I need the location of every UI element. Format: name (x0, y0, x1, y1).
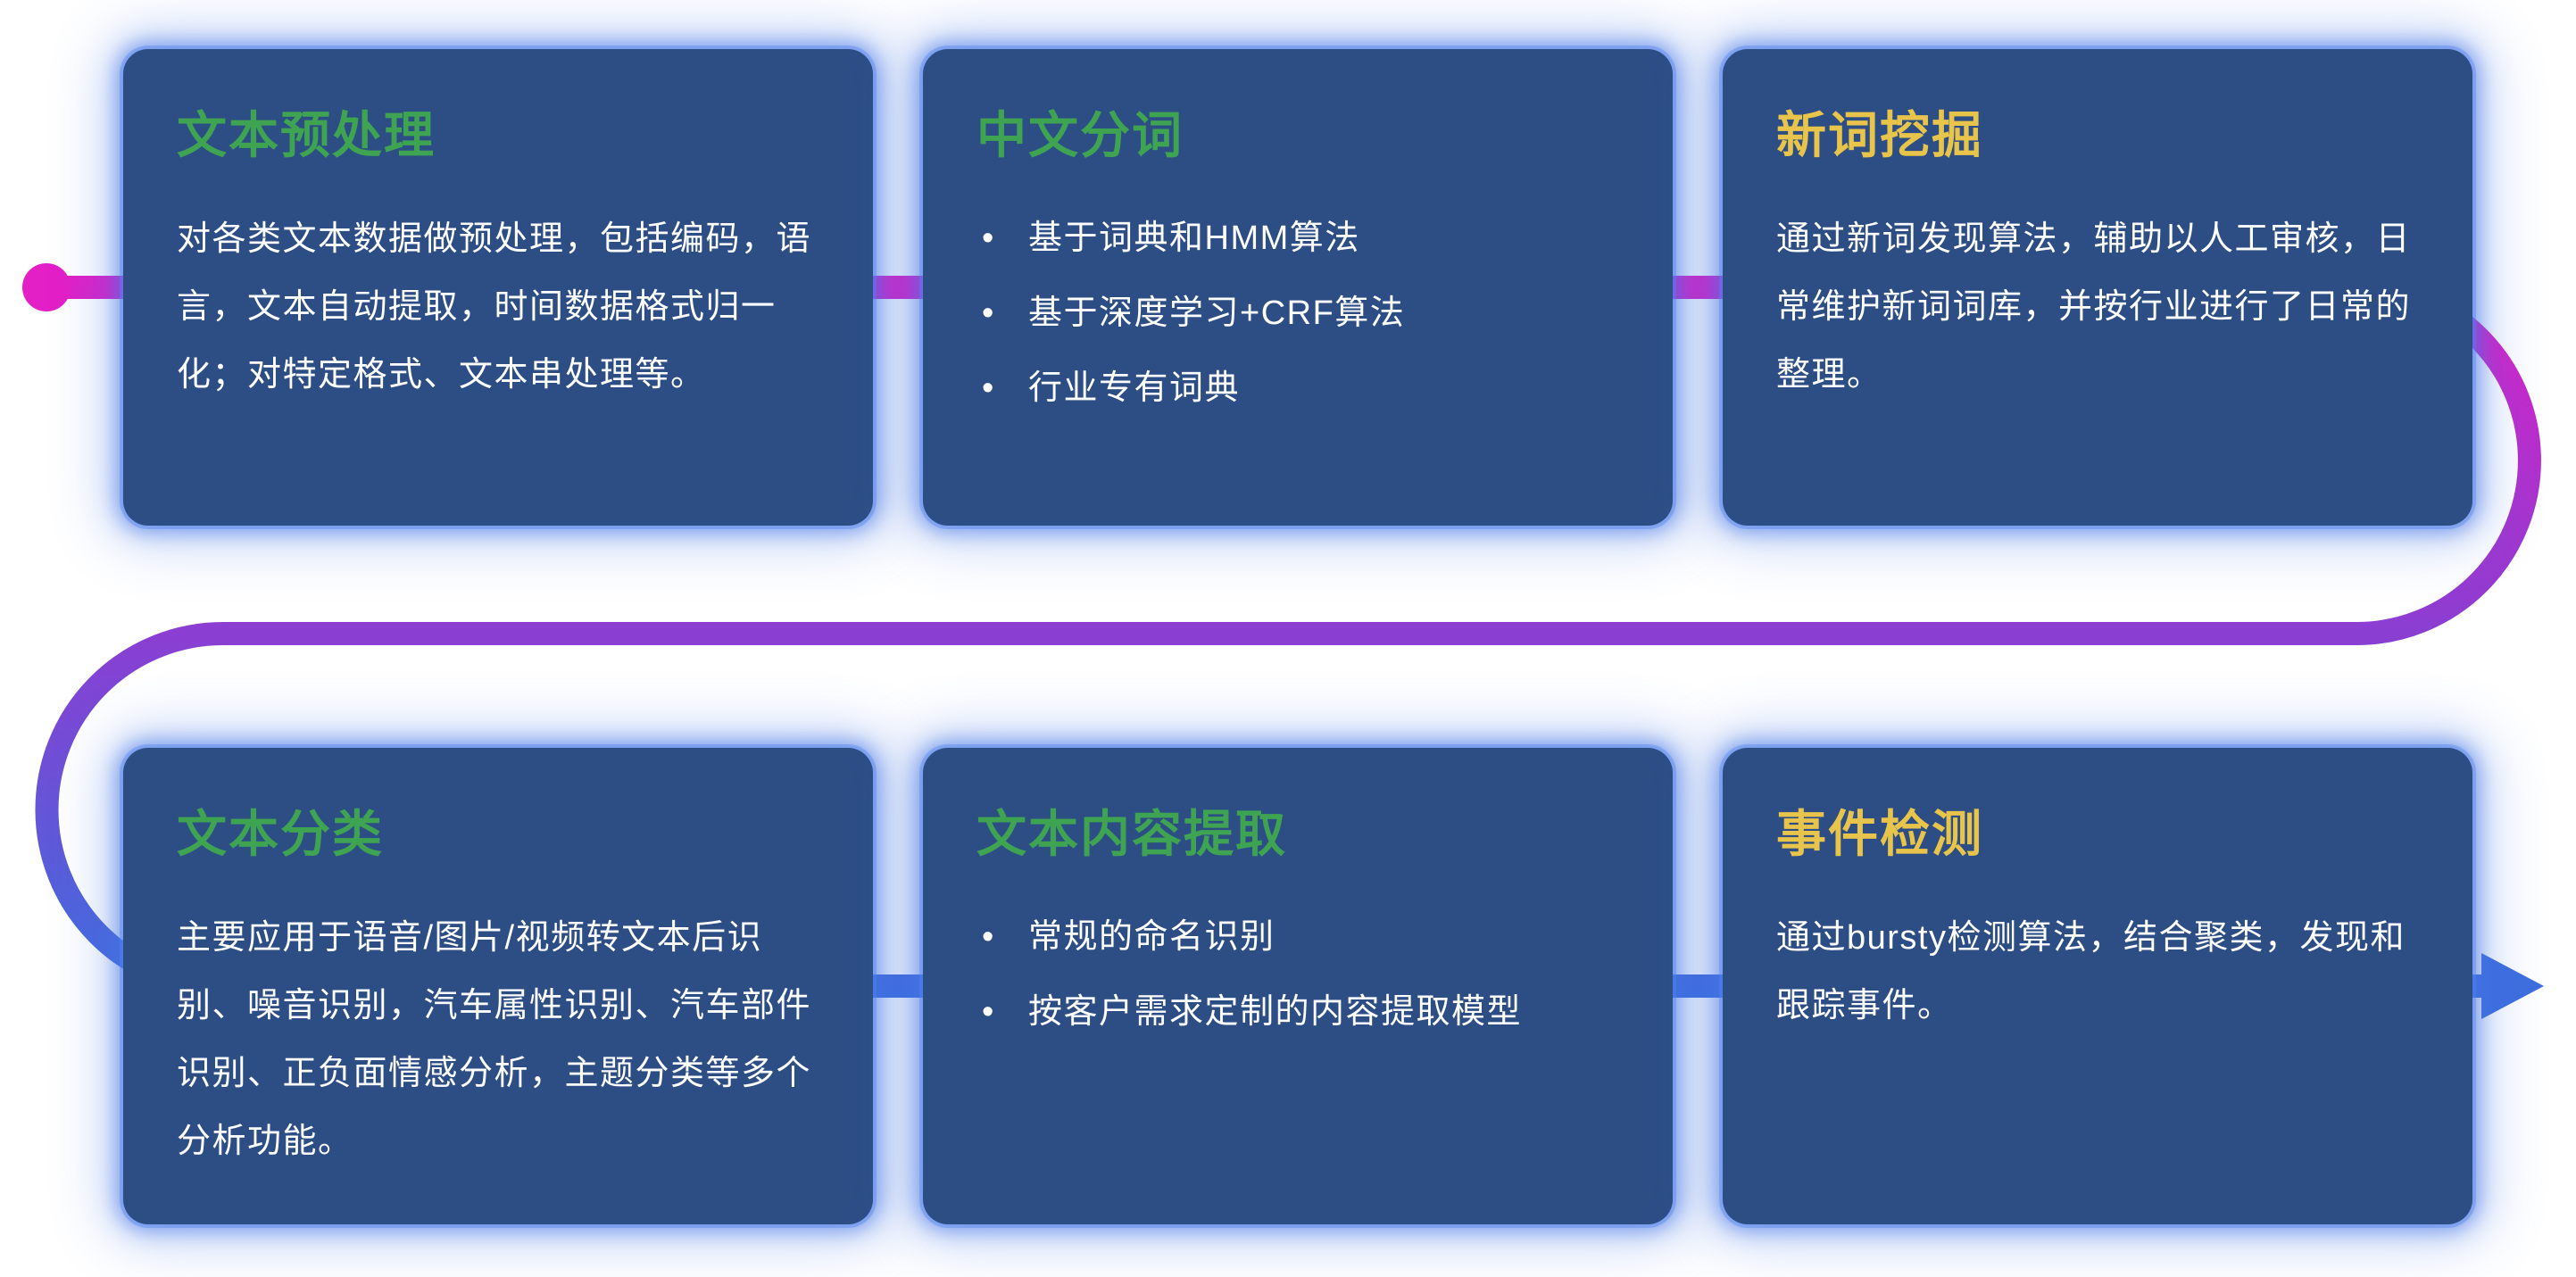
card-text-classification: 文本分类 主要应用于语音/图片/视频转文本后识别、噪音识别，汽车属性识别、汽车部… (123, 748, 873, 1224)
card-new-word-mining: 新词挖掘 通过新词发现算法，辅助以人工审核，日常维护新词词库，并按行业进行了日常… (1723, 49, 2472, 526)
card-title: 文本预处理 (177, 107, 436, 163)
bullet-item: 基于深度学习+CRF算法 (976, 280, 1619, 346)
card-text-preprocessing: 文本预处理 对各类文本数据做预处理，包括编码，语言，文本自动提取，时间数据格式归… (123, 49, 873, 526)
bullet-item: 常规的命名识别 (976, 904, 1619, 970)
card-title: 中文分词 (976, 107, 1184, 163)
card-title: 文本内容提取 (976, 806, 1287, 862)
card-body-text: 对各类文本数据做预处理，包括编码，语言，文本自动提取，时间数据格式归一化；对特定… (177, 220, 812, 394)
card-row-top: 文本预处理 对各类文本数据做预处理，包括编码，语言，文本自动提取，时间数据格式归… (123, 49, 2472, 526)
card-row-bottom: 文本分类 主要应用于语音/图片/视频转文本后识别、噪音识别，汽车属性识别、汽车部… (123, 748, 2472, 1224)
card-event-detection: 事件检测 通过bursty检测算法，结合聚类，发现和跟踪事件。 (1723, 748, 2472, 1224)
bullet-item: 按客户需求定制的内容提取模型 (976, 979, 1619, 1045)
card-chinese-word-segmentation: 中文分词 基于词典和HMM算法基于深度学习+CRF算法行业专有词典 (923, 49, 1673, 526)
flow-start-dot (22, 263, 71, 311)
card-bullet-list: 基于词典和HMM算法基于深度学习+CRF算法行业专有词典 (976, 205, 1619, 421)
card-body-text: 通过bursty检测算法，结合聚类，发现和跟踪事件。 (1776, 919, 2406, 1024)
bullet-item: 基于词典和HMM算法 (976, 205, 1619, 271)
bullet-item: 行业专有词典 (976, 355, 1619, 421)
card-title: 新词挖掘 (1776, 107, 1983, 163)
card-body-text: 主要应用于语音/图片/视频转文本后识别、噪音识别，汽车属性识别、汽车部件识别、正… (177, 919, 812, 1160)
card-bullet-list: 常规的命名识别按客户需求定制的内容提取模型 (976, 904, 1619, 1045)
card-title: 事件检测 (1776, 806, 1983, 862)
flow-path (35, 276, 2541, 998)
card-body-text: 通过新词发现算法，辅助以人工审核，日常维护新词词库，并按行业进行了日常的整理。 (1776, 220, 2412, 394)
flow-end-arrow-icon (2481, 953, 2544, 1019)
card-title: 文本分类 (177, 806, 384, 862)
card-text-content-extraction: 文本内容提取 常规的命名识别按客户需求定制的内容提取模型 (923, 748, 1673, 1224)
